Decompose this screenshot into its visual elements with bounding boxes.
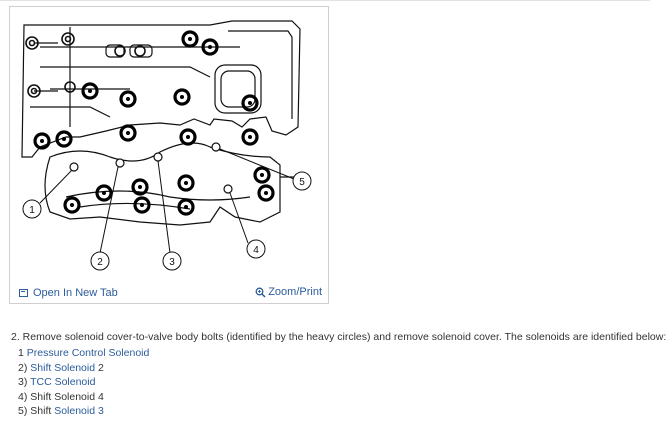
shift-solenoid-link[interactable]: Shift Solenoid: [30, 361, 96, 374]
item-number: 3): [18, 376, 28, 389]
list-item: 5) Shift Solenoid 3: [18, 404, 647, 418]
pressure-control-solenoid-link[interactable]: Pressure Control Solenoid: [26, 347, 150, 360]
figure-toolbar: Open In New Tab Zoom/Print: [10, 283, 328, 303]
callout-leaders: [39, 148, 295, 254]
zoom-print-link[interactable]: Zoom/Print: [255, 286, 322, 298]
item-number: 1: [18, 347, 24, 360]
zoom-magnifier-icon: [255, 287, 266, 298]
instruction-text: 2. Remove solenoid cover-to-valve body b…: [11, 331, 666, 343]
zoom-print-label: Zoom/Print: [268, 286, 322, 298]
solenoid-markers: [69, 142, 233, 194]
callout-circles: [22, 171, 312, 271]
solenoid-list: 1 Pressure Control Solenoid 2) Shift Sol…: [11, 346, 647, 418]
callout-label-3: 3: [169, 257, 175, 268]
callout-label-1: 1: [29, 205, 35, 216]
item-suffix: 2: [95, 361, 104, 374]
callout-label-2: 2: [97, 257, 103, 268]
open-in-new-tab-icon: [19, 289, 28, 297]
list-item: 4) Shift Solenoid 4: [18, 390, 647, 404]
callout-label-5: 5: [299, 177, 305, 188]
solenoid-diagram[interactable]: 1 2 3 4 5: [10, 7, 328, 282]
valve-body-outline: [21, 20, 301, 226]
item-text: Shift Solenoid 4: [30, 390, 104, 403]
item-number: 4): [18, 390, 28, 403]
open-in-new-tab-label: Open In New Tab: [33, 287, 118, 299]
list-item: 2) Shift Solenoid 2: [18, 361, 647, 375]
bolt-centers: [40, 37, 268, 209]
open-in-new-tab-link[interactable]: Open In New Tab: [19, 287, 118, 299]
top-divider: [0, 0, 650, 1]
callout-label-4: 4: [253, 245, 259, 256]
solenoid-3-link[interactable]: Solenoid 3: [54, 405, 104, 418]
list-item: 3) TCC Solenoid: [18, 375, 647, 389]
heavy-circle-bolts: [33, 30, 275, 216]
light-bolts: [25, 32, 146, 98]
figure-container: 1 2 3 4 5 Open In New Tab Zoom/Print: [9, 6, 329, 304]
item-number: 5): [18, 405, 28, 418]
item-number: 2): [18, 361, 28, 374]
tcc-solenoid-link[interactable]: TCC Solenoid: [30, 376, 96, 389]
instruction-content: 2. Remove solenoid cover-to-valve body b…: [11, 330, 666, 418]
item-prefix: Shift: [30, 405, 55, 418]
list-item: 1 Pressure Control Solenoid: [18, 346, 647, 360]
